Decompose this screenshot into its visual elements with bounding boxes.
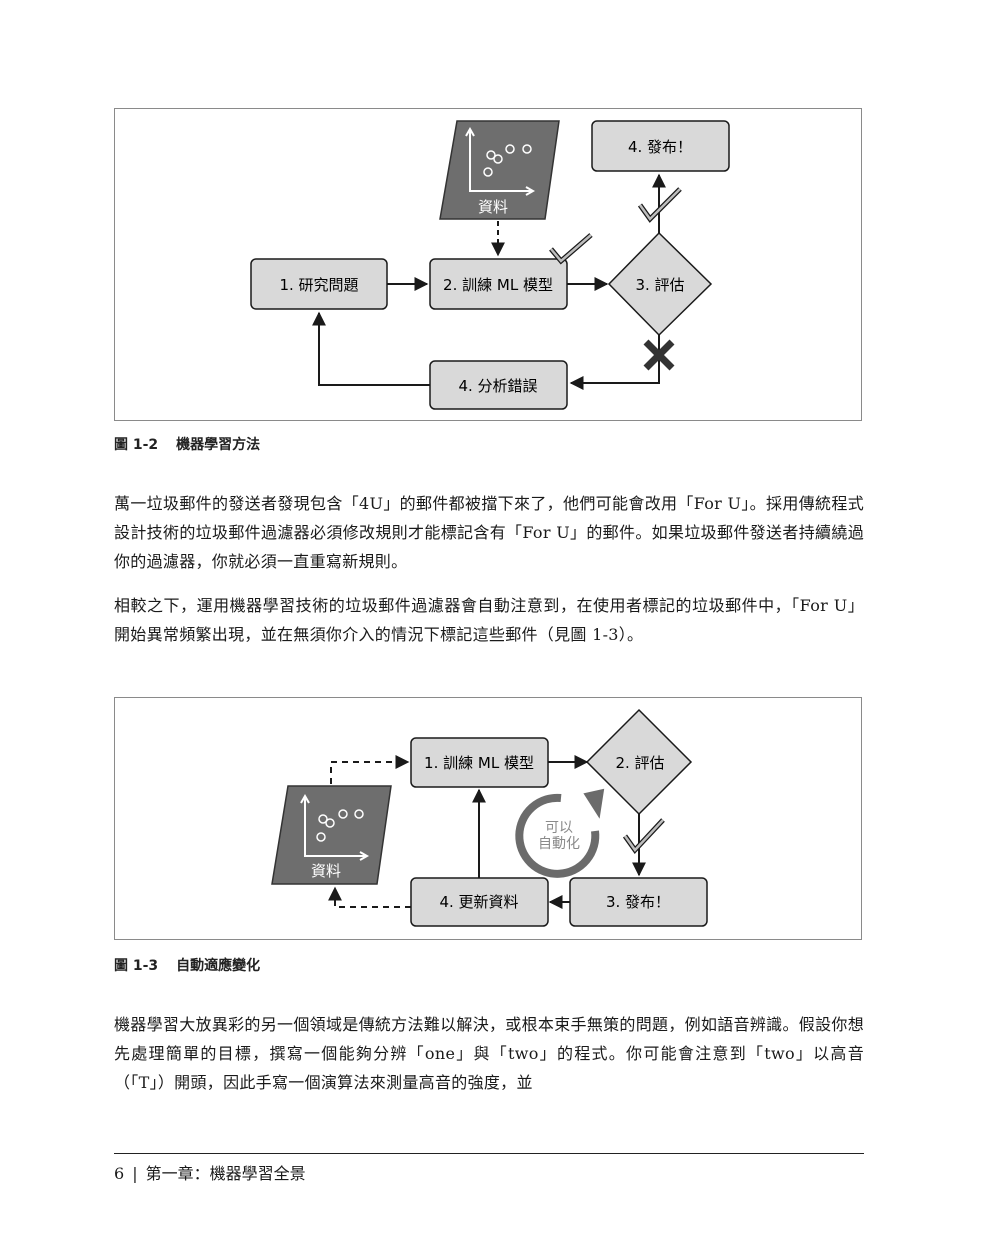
update-data-label: 4. 更新資料: [439, 893, 518, 911]
figure-1-2-caption: 圖 1-2 機器學習方法: [114, 434, 260, 454]
research-label: 1. 研究問題: [279, 276, 358, 294]
publish-box: [591, 120, 730, 172]
update-to-data-arrow: [328, 886, 411, 908]
figure-1-3-diagram: 1. 訓練 ML 模型 2. 評估 3. 發布！ 4. 更新資料 可以 自動化: [271, 708, 708, 927]
paragraph-2: 相較之下，運用機器學習技術的垃圾郵件過濾器會自動注意到，在使用者標記的垃圾郵件中…: [114, 596, 864, 644]
page-number: 6: [114, 1164, 125, 1183]
footer-separator: |: [132, 1164, 138, 1183]
footer-rule: [114, 1153, 864, 1154]
analyze-label: 4. 分析錯誤: [458, 377, 537, 395]
data-to-train-arrow: [330, 755, 410, 784]
data-icon: [439, 120, 560, 220]
train-label: 1. 訓練 ML 模型: [424, 754, 534, 772]
automate-label-line2: 自動化: [538, 836, 580, 852]
automate-label-line1: 可以: [545, 820, 573, 836]
figure-1-3-caption: 圖 1-3 自動適應變化: [114, 955, 260, 975]
figure-1-3: 1. 訓練 ML 模型 2. 評估 3. 發布！ 4. 更新資料 可以 自動化: [114, 697, 862, 940]
caption-number: 圖 1-3: [114, 958, 159, 974]
fail-x-icon: [643, 339, 675, 371]
data-label: 資料: [478, 198, 508, 216]
data-icon: [271, 785, 392, 885]
publish-label: 4. 發布！: [628, 138, 692, 156]
publish-label: 3. 發布！: [606, 893, 670, 911]
paragraph-3: 機器學習大放異彩的另一個領域是傳統方法難以解決，或根本束手無策的問題，例如語音辨…: [114, 1015, 864, 1092]
data-label: 資料: [311, 862, 341, 880]
figure-1-2: 資料 1. 研究問題 2. 訓練 ML 模型 3. 評估 4. 發布！: [114, 108, 862, 421]
analyze-to-research-arrow: [312, 311, 430, 386]
caption-number: 圖 1-2: [114, 437, 159, 453]
caption-title: 自動適應變化: [176, 958, 261, 974]
evaluate-label: 3. 評估: [635, 276, 684, 294]
evaluate-label: 2. 評估: [615, 754, 664, 772]
caption-title: 機器學習方法: [176, 437, 261, 453]
automate-cycle-icon: [515, 788, 605, 878]
evaluate-to-analyze-arrow: [569, 335, 660, 390]
train-label: 2. 訓練 ML 模型: [443, 276, 553, 294]
page-footer: 6 | 第一章：機器學習全景: [114, 1160, 306, 1184]
paragraph-1: 萬一垃圾郵件的發送者發現包含「4U」的郵件都被擋下來了，他們可能會改用「For …: [114, 494, 864, 571]
chapter-title: 第一章：機器學習全景: [145, 1164, 306, 1183]
figure-1-2-diagram: 資料 1. 研究問題 2. 訓練 ML 模型 3. 評估 4. 發布！: [250, 120, 730, 410]
